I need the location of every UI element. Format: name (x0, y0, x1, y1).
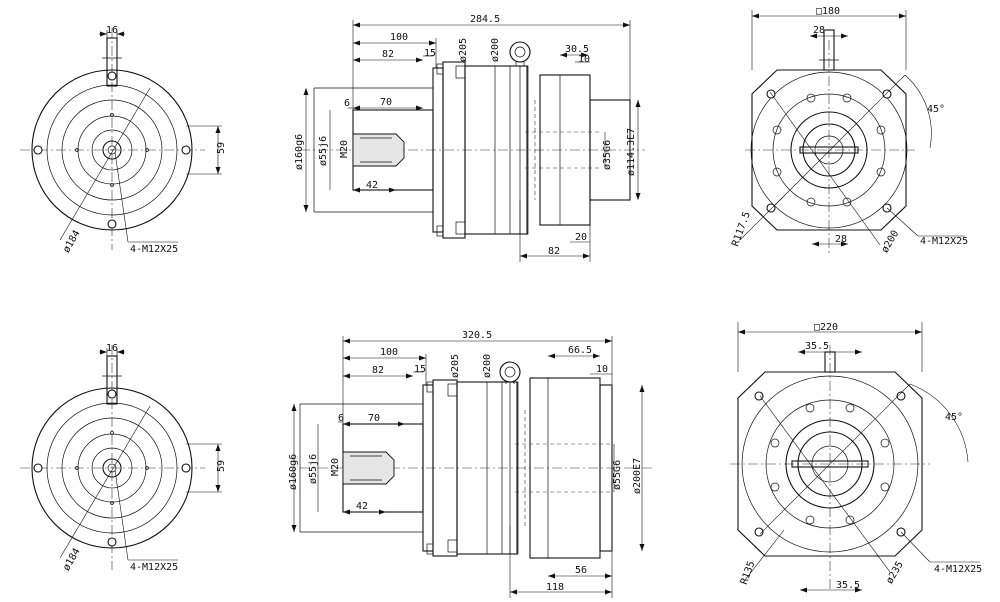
dim-10-top: 10 (578, 54, 590, 65)
dim-82-top: 82 (382, 49, 394, 60)
dim-82-bottom: 82 (372, 365, 384, 376)
rear-view-top: □180 28 45° R117.5 28 ø200 4-M12X25 (730, 6, 968, 255)
dim-30-5-top: 30.5 (565, 44, 589, 55)
dim-16-bottom: 16 (106, 343, 118, 354)
dim-15-top: 15 (424, 48, 436, 59)
dim-d160-bottom: ø160g6 (288, 454, 299, 490)
bolts-label-top-rear: 4-M12X25 (920, 236, 968, 247)
dim-d114-top: ø114.3E7 (626, 128, 637, 176)
dim-28b-top: 28 (835, 234, 847, 245)
dim-r117-5: R117.5 (730, 210, 753, 248)
dim-d235: ø235 (884, 560, 906, 586)
dim-d160-top: ø160g6 (294, 134, 305, 170)
dim-6-top: 6 (344, 98, 350, 109)
front-view-bottom: 16 59 ø184 4-M12X25 (20, 343, 227, 573)
side-view-top: 284.5 100 82 15 ø205 ø200 30.5 10 ø160g6… (294, 14, 645, 262)
dim-r135: R135 (739, 560, 758, 586)
dim-70-bottom: 70 (368, 413, 380, 424)
dim-overall-bottom: 320.5 (462, 330, 492, 341)
dim-56-bottom: 56 (575, 565, 587, 576)
dim-d200-top: ø200 (490, 38, 501, 62)
dim-d55-bottom: ø55j6 (308, 454, 319, 484)
side-view-bottom: 320.5 100 82 15 ø205 ø200 66.5 10 ø160g6… (288, 330, 655, 598)
dim-42-bottom: 42 (356, 501, 368, 512)
dim-d200b-bottom: ø200E7 (632, 458, 643, 494)
dim-square-180: □180 (816, 6, 840, 17)
dim-d55b-bottom: ø55G6 (612, 460, 623, 490)
dim-square-220: □220 (814, 322, 838, 333)
dim-d200-bottom: ø200 (482, 354, 493, 378)
dim-35-5b-bottom: 35.5 (836, 580, 860, 591)
dim-m20-top: M20 (339, 140, 350, 158)
dim-d35-top: ø35G6 (602, 140, 613, 170)
dim-118-bottom: 118 (546, 582, 564, 593)
front-view-top: 16 59 ø184 4-M12X25 (20, 25, 227, 255)
dim-6-bottom: 6 (338, 413, 344, 424)
dim-overall-top: 284.5 (470, 14, 500, 25)
dim-59-bottom: 59 (216, 460, 227, 472)
angle-45-bottom: 45° (945, 412, 963, 423)
dim-d205-top: ø205 (458, 38, 469, 62)
dim-66-5-bottom: 66.5 (568, 345, 592, 356)
bolts-label-top-front: 4-M12X25 (130, 244, 178, 255)
dim-10-bottom: 10 (596, 364, 608, 375)
dim-d55-top: ø55j6 (318, 136, 329, 166)
dim-100-top: 100 (390, 32, 408, 43)
dim-16-top: 16 (106, 25, 118, 36)
dim-35-5-bottom: 35.5 (805, 341, 829, 352)
dim-82b-top: 82 (548, 246, 560, 257)
angle-45-top: 45° (927, 104, 945, 115)
bolts-label-bottom-front: 4-M12X25 (130, 562, 178, 573)
dim-m20-bottom: M20 (330, 458, 341, 476)
dim-20-top: 20 (575, 232, 587, 243)
dim-15-bottom: 15 (414, 364, 426, 375)
rear-view-bottom: □220 35.5 45° R135 35.5 ø235 4-M12X25 (730, 322, 982, 593)
dim-70-top: 70 (380, 97, 392, 108)
dim-42-top: 42 (366, 180, 378, 191)
dim-d200-rear-top: ø200 (880, 229, 902, 255)
dim-d205-bottom: ø205 (450, 354, 461, 378)
dim-28-top: 28 (813, 25, 825, 36)
bolts-label-bottom-rear: 4-M12X25 (934, 564, 982, 575)
dim-59-top: 59 (216, 142, 227, 154)
dim-100-bottom: 100 (380, 347, 398, 358)
